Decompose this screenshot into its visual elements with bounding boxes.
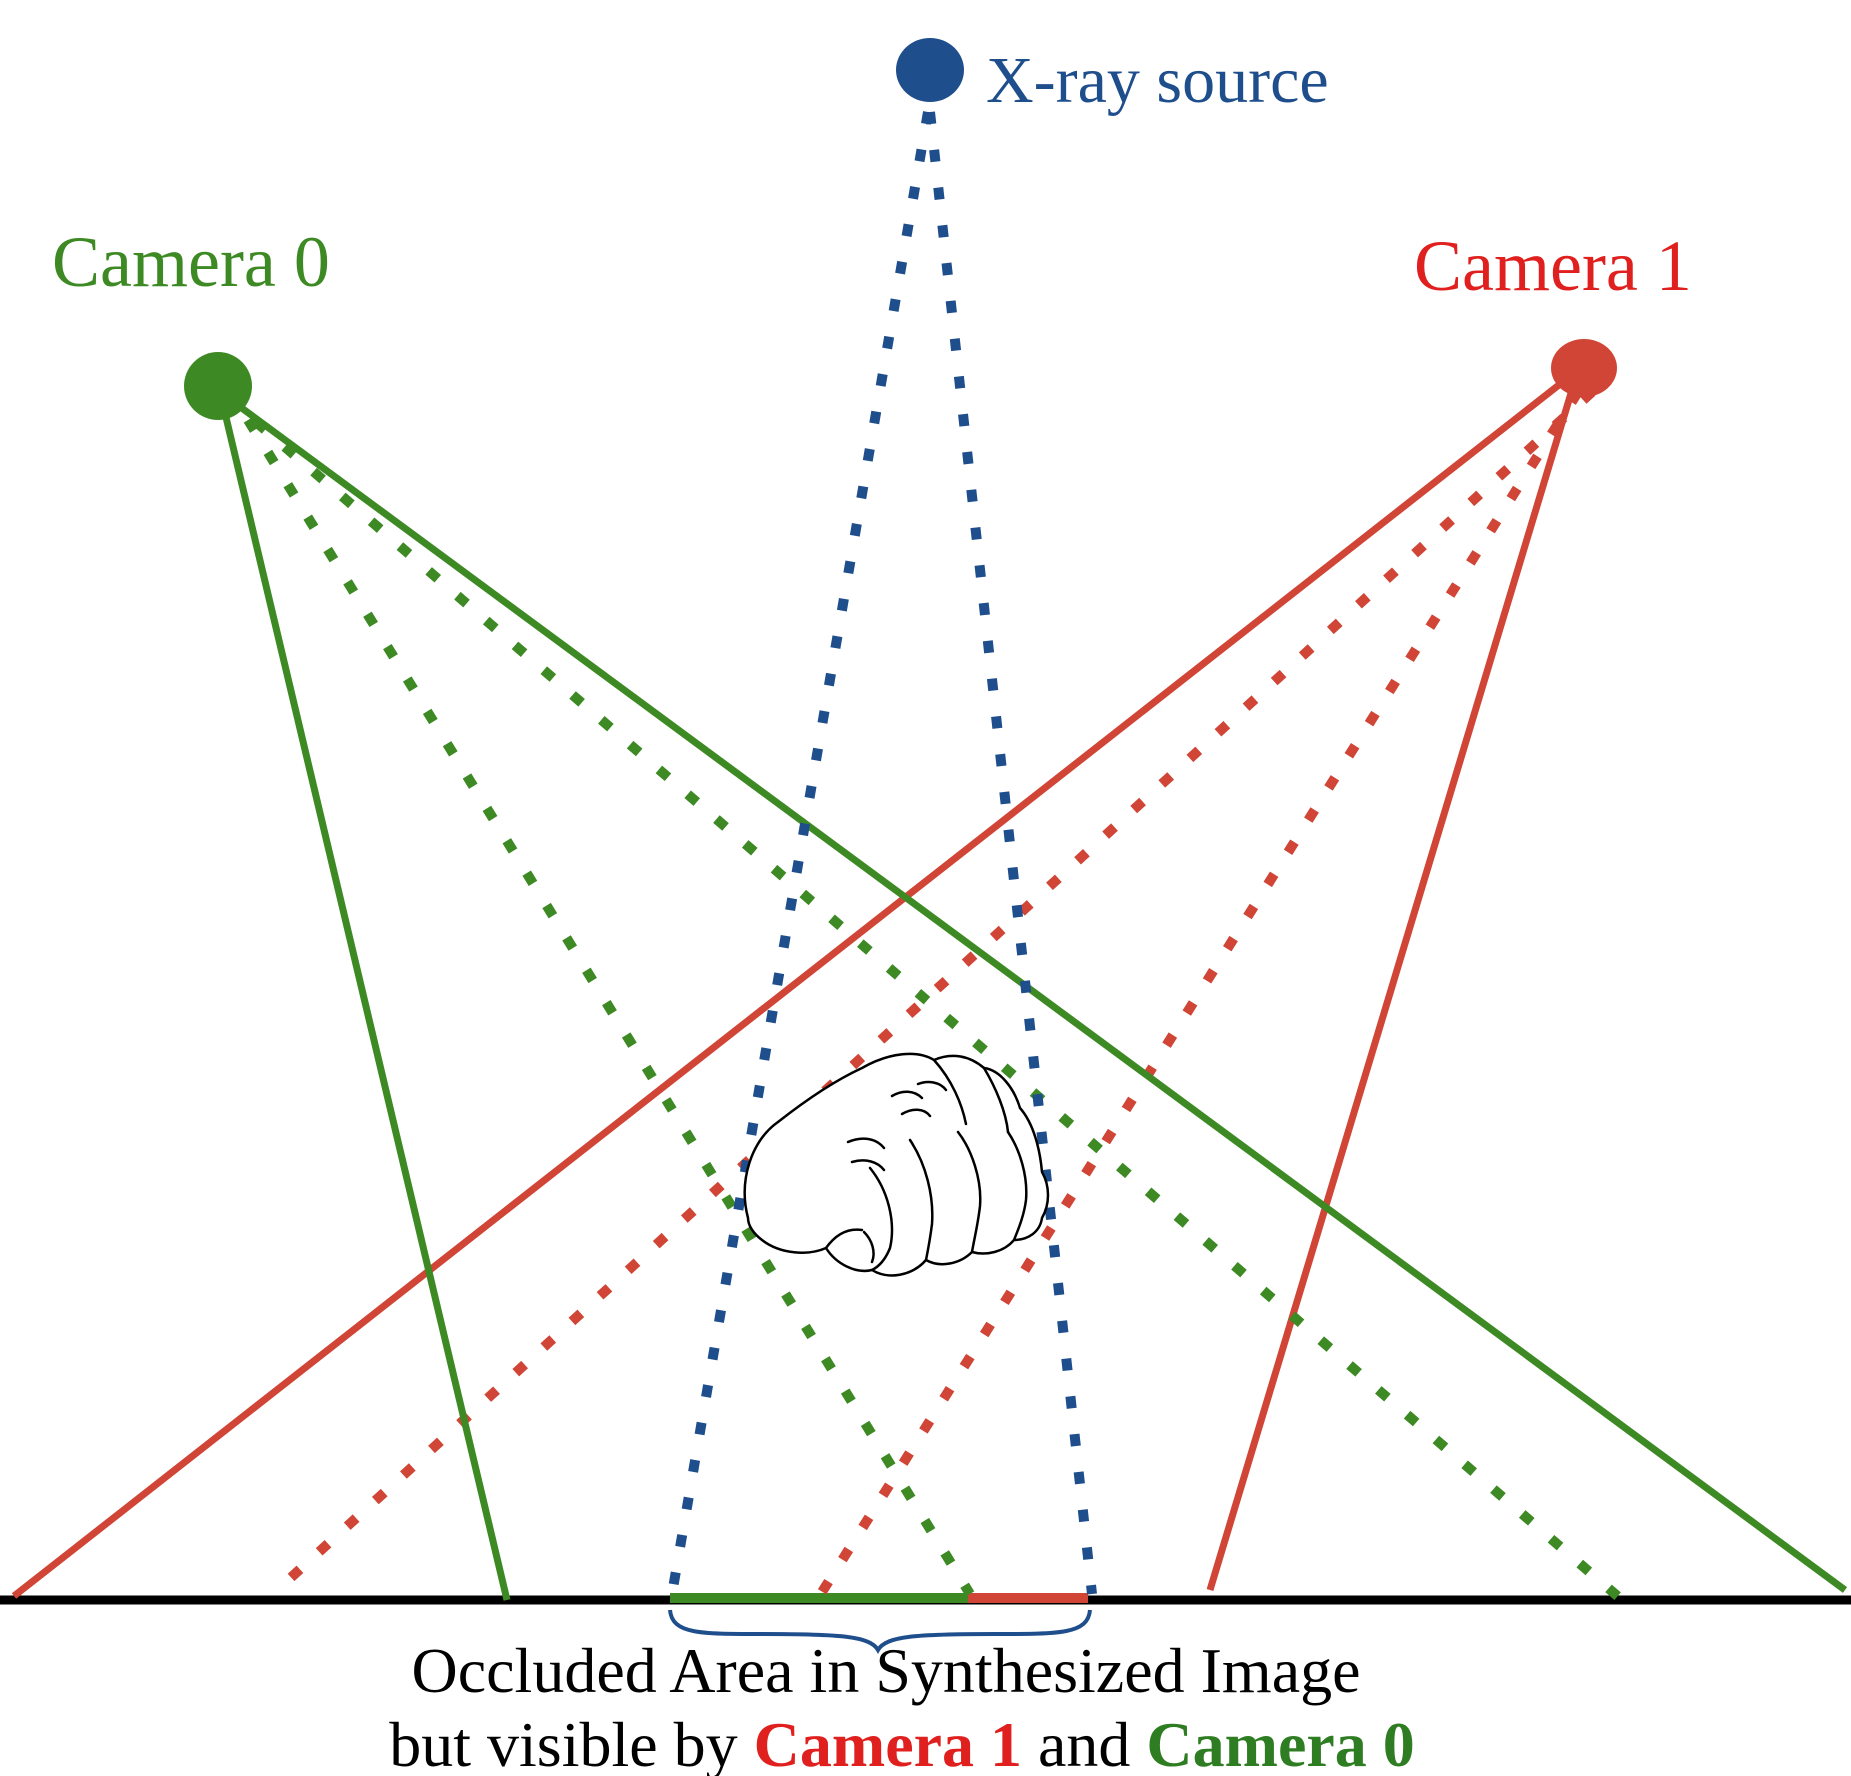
caption-camera1: Camera 1 (754, 1709, 1022, 1776)
camera0-rays (216, 389, 1848, 1604)
xray-source-point (896, 38, 964, 102)
camera1-point (1551, 339, 1617, 397)
camera1-ray-solid-left (11, 367, 1581, 1599)
xray-ray-left (667, 111, 933, 1595)
xray-rays (667, 111, 1097, 1595)
caption-line2: but visible by Camera 1 and Camera 0 (277, 1709, 1495, 1776)
camera1-label: Camera 1 (1414, 226, 1692, 306)
camera0-ray-solid-right (217, 389, 1848, 1593)
xray-source-label: X-ray source (986, 44, 1329, 117)
caption-line1: Occluded Area in Synthesized Image (412, 1635, 1361, 1706)
fist-icon (743, 1052, 1050, 1277)
caption-line2-middle: and (1022, 1709, 1146, 1776)
xray-ray-right (925, 111, 1097, 1595)
camera1-ray-solid-right (1206, 368, 1582, 1592)
occluded-area-brace (668, 1609, 1092, 1655)
camera1-ray-dotted-outer (282, 388, 1596, 1586)
camera0-point (184, 352, 252, 420)
camera0-label: Camera 0 (52, 222, 330, 302)
camera0-ray-solid-left (216, 391, 511, 1601)
caption-camera0: Camera 0 (1146, 1709, 1414, 1776)
camera1-ray-dotted-inner (817, 389, 1583, 1595)
camera1-rays (11, 367, 1596, 1599)
camera0-ray-dotted-inner (243, 417, 975, 1597)
caption-line2-prefix: but visible by (389, 1709, 753, 1776)
